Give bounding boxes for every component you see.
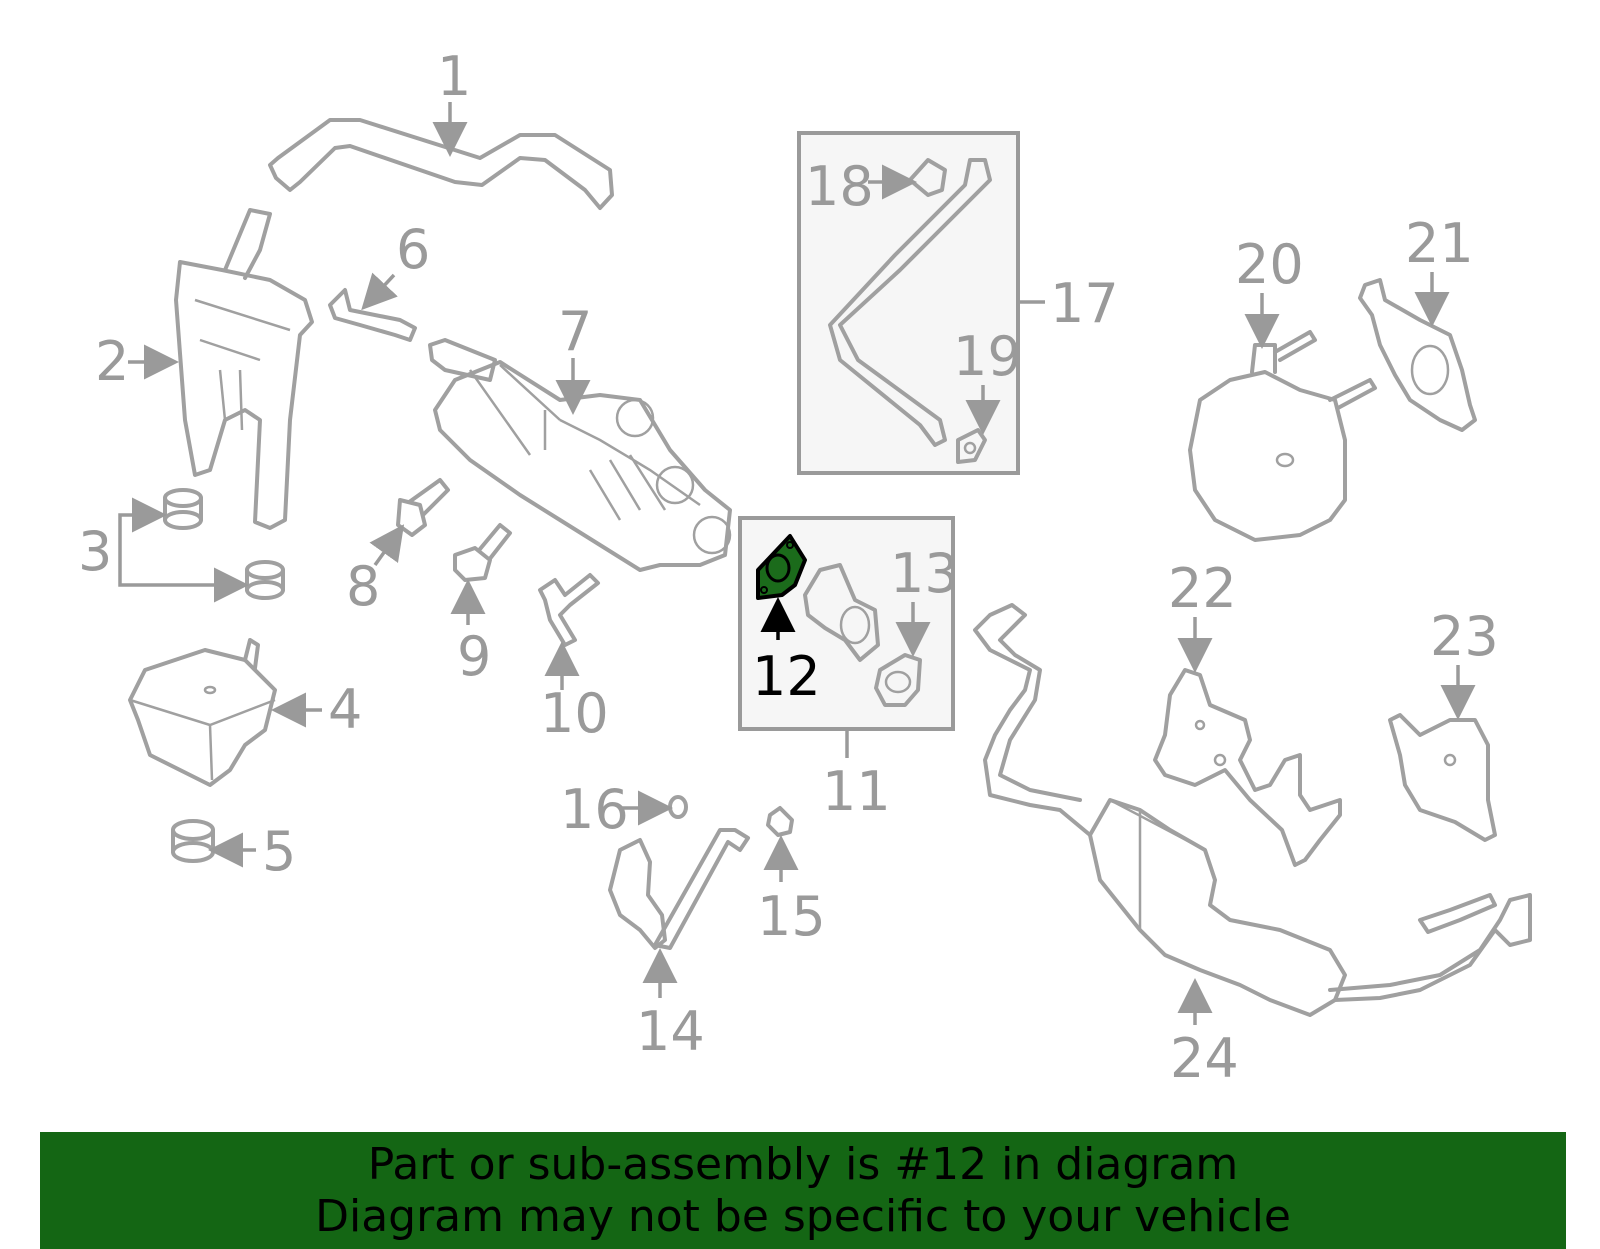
part-6-clip[interactable]: [328, 288, 417, 342]
part-3-bushings[interactable]: [163, 488, 285, 600]
callout-label: 1: [437, 45, 471, 108]
callout-13: 13: [890, 542, 959, 657]
part-12-gasket-highlighted[interactable]: [756, 534, 807, 600]
callout-label: 12: [752, 645, 821, 708]
callout-label: 7: [558, 300, 592, 363]
callout-3: 3: [78, 497, 249, 603]
callout-6: 6: [361, 218, 430, 311]
callout-16: 16: [560, 778, 673, 841]
callout-label: 16: [560, 778, 629, 841]
callout-15: 15: [757, 835, 826, 948]
callout-2: 2: [95, 330, 179, 393]
callout-17: 17: [1020, 272, 1119, 335]
callout-8: 8: [346, 524, 405, 618]
callout-label: 19: [953, 325, 1022, 388]
callout-4: 4: [271, 678, 362, 741]
part-21-gasket[interactable]: [1358, 278, 1477, 432]
callout-label: 20: [1235, 233, 1304, 296]
callout-7: 7: [555, 300, 592, 415]
callout-label: 22: [1168, 557, 1237, 620]
callout-label: 9: [457, 625, 491, 688]
callout-1: 1: [432, 45, 471, 157]
callout-19: 19: [953, 325, 1022, 435]
part-22-bracket[interactable]: [1153, 668, 1342, 867]
callout-label: 14: [636, 1000, 705, 1063]
callout-9: 9: [450, 579, 491, 688]
part-17-egr-tube[interactable]: [828, 158, 992, 447]
part-1-hose[interactable]: [268, 118, 614, 210]
callout-23: 23: [1430, 605, 1499, 720]
part-5-bushing[interactable]: [171, 819, 215, 863]
callout-21: 21: [1405, 212, 1474, 327]
callout-label: 24: [1170, 1027, 1239, 1090]
callout-label: 15: [757, 885, 826, 948]
part-9-bolt[interactable]: [453, 523, 512, 582]
callout-label: 18: [805, 155, 874, 218]
part-24-sensor-harness[interactable]: [973, 603, 1532, 1017]
callout-label: 8: [346, 555, 380, 618]
part-4-reservoir[interactable]: [128, 638, 277, 787]
part-10-bracket[interactable]: [538, 573, 600, 647]
part-14-hose[interactable]: [608, 828, 750, 950]
part-8-bolt[interactable]: [396, 478, 450, 537]
callout-18: 18: [805, 155, 917, 218]
part-20-vacuum-pump[interactable]: [1188, 330, 1377, 542]
callout-label: 17: [1050, 272, 1119, 335]
callout-5: 5: [208, 820, 296, 883]
part-15-clamp[interactable]: [766, 806, 794, 837]
callout-label: 2: [95, 330, 129, 393]
part-2-bracket[interactable]: [174, 208, 314, 530]
callout-14: 14: [636, 948, 705, 1063]
callout-12: 12: [752, 597, 821, 708]
part-7-egr-cooler[interactable]: [428, 338, 732, 572]
info-banner: Part or sub-assembly is #12 in diagram D…: [40, 1132, 1566, 1249]
callout-22: 22: [1168, 557, 1237, 673]
banner-line-disclaimer: Diagram may not be specific to your vehi…: [315, 1190, 1291, 1242]
callout-20: 20: [1235, 233, 1304, 349]
callout-11: 11: [822, 731, 891, 823]
callout-label: 4: [328, 678, 362, 741]
callout-label: 11: [822, 760, 891, 823]
part-11-egr-pipe[interactable]: [803, 563, 880, 662]
part-18-clip[interactable]: [908, 158, 947, 197]
callout-24: 24: [1170, 978, 1239, 1090]
callout-label: 6: [396, 218, 430, 281]
banner-line-part-number: Part or sub-assembly is #12 in diagram: [367, 1138, 1239, 1190]
part-16-o-ring[interactable]: [668, 795, 688, 819]
callout-label: 13: [890, 542, 959, 605]
part-23-bracket[interactable]: [1388, 713, 1497, 842]
callout-label: 23: [1430, 605, 1499, 668]
callout-10: 10: [540, 641, 609, 745]
callout-label: 10: [540, 682, 609, 745]
callout-label: 21: [1405, 212, 1474, 275]
callout-label: 3: [78, 520, 112, 583]
callout-label: 5: [262, 820, 296, 883]
